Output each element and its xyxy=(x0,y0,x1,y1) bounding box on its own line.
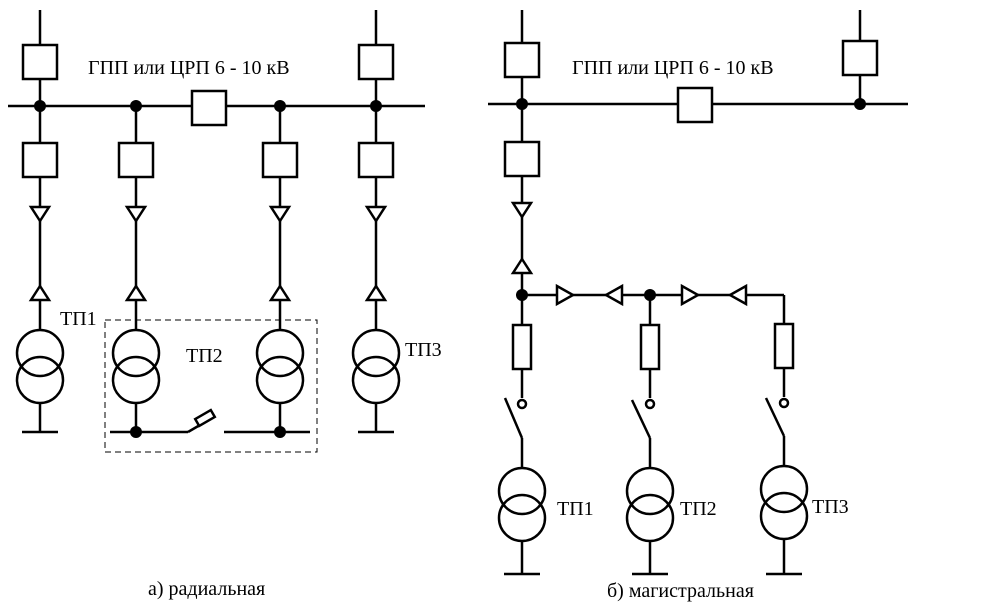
fuse-icon xyxy=(639,323,661,371)
trunk-outgoing-feeder xyxy=(503,104,541,295)
cable-end-up-icon xyxy=(124,283,148,302)
trunk-branch-tp1 xyxy=(497,295,547,576)
trunk-scheme: ГПП или ЦРП 6 - 10 кВ xyxy=(488,10,908,602)
disconnector-blade-icon xyxy=(503,397,524,439)
radial-bus-label: ГПП или ЦРП 6 - 10 кВ xyxy=(88,57,290,79)
disconnector-blade-icon xyxy=(630,399,652,439)
trunk-incoming-feeder-left xyxy=(503,10,541,104)
transformer-icon xyxy=(255,328,305,405)
cable-end-up-icon xyxy=(364,283,388,302)
fuse-icon xyxy=(773,322,795,370)
disconnector-contact-icon xyxy=(778,397,790,409)
cable-end-right-icon xyxy=(555,283,576,307)
radial-incoming-feeder-left xyxy=(21,10,59,106)
fuse-icon xyxy=(511,323,533,371)
cable-end-up-icon xyxy=(28,283,52,302)
radial-feeder-tp1 xyxy=(15,106,65,434)
radial-tp2-lv-bus xyxy=(110,408,310,438)
cable-end-left-icon xyxy=(727,283,748,307)
trunk-incoming-feeder-right xyxy=(841,10,879,104)
radial-tp2-label: ТП2 xyxy=(186,345,223,367)
cable-end-down-icon xyxy=(268,205,292,224)
disconnector-contact-icon xyxy=(644,398,656,410)
radial-incoming-feeder-right xyxy=(357,10,395,106)
cable-end-down-icon xyxy=(124,205,148,224)
cable-end-up-icon xyxy=(510,256,534,275)
trunk-bus-label: ГПП или ЦРП 6 - 10 кВ xyxy=(572,57,774,79)
radial-sectional-breaker xyxy=(190,89,228,127)
trunk-branch-tp2 xyxy=(625,295,675,576)
radial-feeder-tp2-b xyxy=(255,106,305,432)
cable-end-right-icon xyxy=(680,283,701,307)
radial-tp3-label: ТП3 xyxy=(405,339,442,361)
disconnector-contact-icon xyxy=(516,398,528,410)
radial-feeder-tp3 xyxy=(351,106,401,434)
radial-scheme: ГПП или ЦРП 6 - 10 кВ ТП1 xyxy=(8,10,442,600)
trunk-tp2-label: ТП2 xyxy=(680,498,717,520)
trunk-tp3-label: ТП3 xyxy=(812,496,849,518)
cable-end-down-icon xyxy=(28,205,52,224)
transformer-icon xyxy=(111,328,161,405)
transformer-icon xyxy=(759,464,809,541)
trunk-tp1-label: ТП1 xyxy=(557,498,594,520)
radial-tp2-boundary xyxy=(104,319,318,453)
cable-end-down-icon xyxy=(364,205,388,224)
disconnector-blade-icon xyxy=(764,397,786,437)
transformer-icon xyxy=(15,328,65,405)
trunk-sectional-breaker xyxy=(676,86,714,124)
cable-end-left-icon xyxy=(603,283,624,307)
radial-feeder-tp2-a xyxy=(111,106,161,432)
transformer-icon xyxy=(351,328,401,405)
trunk-busbar xyxy=(488,86,908,124)
trunk-branch-tp3 xyxy=(759,322,809,576)
trunk-caption: б) магистральная xyxy=(607,580,754,602)
radial-busbar xyxy=(8,89,425,127)
transformer-icon xyxy=(497,466,547,543)
radial-caption: а) радиальная xyxy=(148,578,265,600)
transformer-icon xyxy=(625,466,675,543)
cable-end-up-icon xyxy=(268,283,292,302)
radial-tp1-label: ТП1 xyxy=(60,308,97,330)
cable-end-down-icon xyxy=(510,201,534,220)
trunk-main-line xyxy=(516,283,786,324)
